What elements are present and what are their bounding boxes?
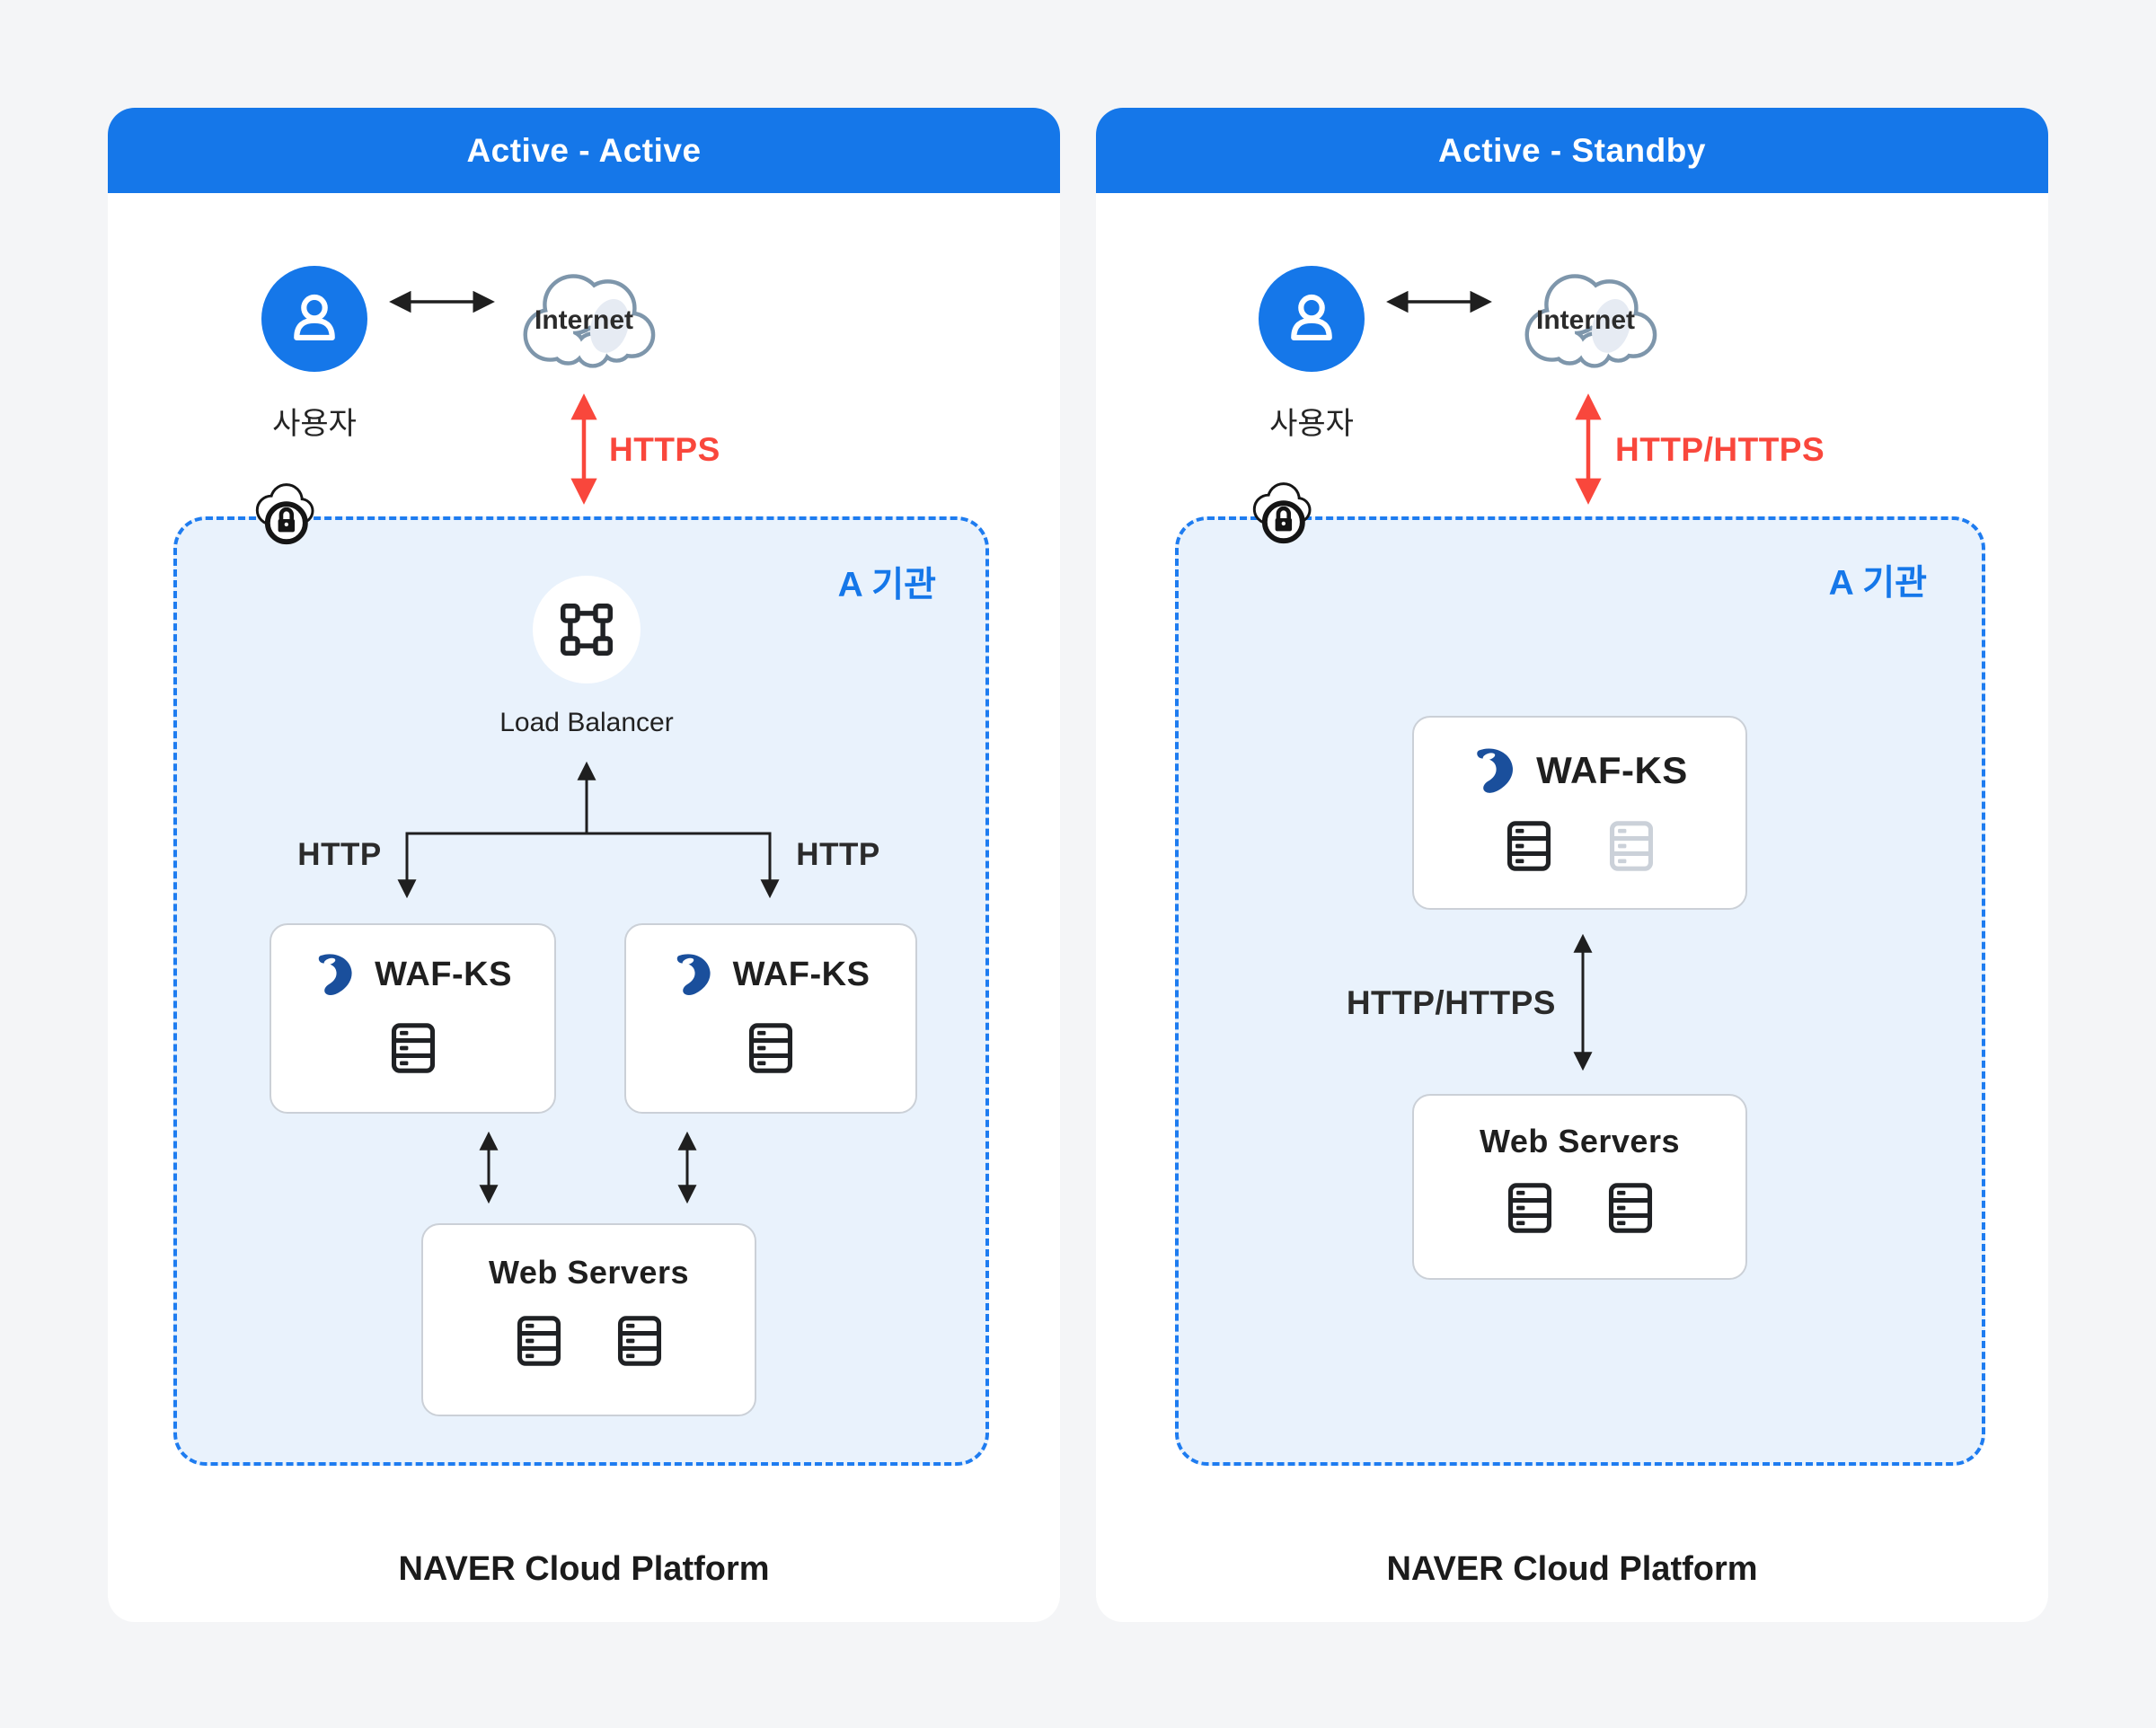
load-balancer-label: Load Balancer bbox=[499, 708, 674, 737]
branch-protocol-left-label: HTTP bbox=[297, 837, 382, 872]
load-balancer-icon bbox=[561, 604, 613, 656]
zone-label: A 기관 bbox=[837, 566, 936, 604]
user-label: 사용자 bbox=[1269, 407, 1354, 441]
user-node bbox=[1259, 266, 1365, 372]
panel-title: Active - Active bbox=[466, 131, 702, 169]
server-icon bbox=[1505, 1182, 1555, 1234]
web-servers-box: Web Servers bbox=[421, 1223, 756, 1416]
edge-protocol-label: HTTP/HTTPS bbox=[1615, 431, 1825, 468]
branch-protocol-right-label: HTTP bbox=[796, 837, 880, 872]
waf-box-title: WAF-KS bbox=[1536, 749, 1688, 791]
server-icon bbox=[1605, 1182, 1656, 1234]
secure-cloud-lock-icon bbox=[1245, 479, 1321, 553]
web-servers-title: Web Servers bbox=[489, 1254, 689, 1291]
waf-box: WAF-KS bbox=[1412, 716, 1747, 910]
internet-node: Internet bbox=[1505, 260, 1666, 379]
panel-header-active-active: Active - Active bbox=[108, 108, 1060, 193]
user-icon bbox=[1278, 286, 1345, 352]
user-label: 사용자 bbox=[272, 407, 357, 441]
panel-active-standby: Active - Standby 사용자 Internet HTTP/HTTPS… bbox=[1096, 108, 2048, 1622]
edge-protocol-label: HTTPS bbox=[609, 431, 720, 468]
internet-node: Internet bbox=[503, 260, 665, 379]
server-icon bbox=[746, 1022, 796, 1074]
waf-box-title: WAF-KS bbox=[375, 955, 512, 993]
zone-a-institution bbox=[1175, 516, 1985, 1466]
server-standby-icon bbox=[1606, 820, 1657, 872]
server-icon bbox=[1504, 820, 1554, 872]
server-icon bbox=[614, 1315, 665, 1367]
web-servers-title: Web Servers bbox=[1480, 1123, 1680, 1159]
user-node bbox=[261, 266, 367, 372]
internet-label: Internet bbox=[1535, 305, 1635, 335]
waf-box-title: WAF-KS bbox=[732, 955, 870, 993]
waf-logo-icon bbox=[672, 952, 717, 997]
platform-label: NAVER Cloud Platform bbox=[1386, 1550, 1758, 1588]
user-icon bbox=[281, 286, 348, 352]
server-icon bbox=[514, 1315, 564, 1367]
panel-header-active-standby: Active - Standby bbox=[1096, 108, 2048, 193]
waf-box-2: WAF-KS bbox=[624, 923, 917, 1114]
panel-title: Active - Standby bbox=[1438, 131, 1706, 169]
internal-protocol-label: HTTP/HTTPS bbox=[1346, 984, 1556, 1021]
waf-logo-icon bbox=[1471, 746, 1520, 795]
waf-box-1: WAF-KS bbox=[270, 923, 556, 1114]
web-servers-box: Web Servers bbox=[1412, 1094, 1747, 1280]
secure-cloud-lock-icon bbox=[248, 480, 323, 554]
platform-label: NAVER Cloud Platform bbox=[398, 1550, 770, 1588]
zone-label: A 기관 bbox=[1828, 564, 1927, 603]
waf-logo-icon bbox=[314, 952, 358, 997]
load-balancer-node bbox=[533, 576, 641, 683]
panel-active-active: Active - Active 사용자 Internet HTTPS A 기관 … bbox=[108, 108, 1060, 1622]
server-icon bbox=[388, 1022, 438, 1074]
internet-label: Internet bbox=[534, 305, 633, 335]
